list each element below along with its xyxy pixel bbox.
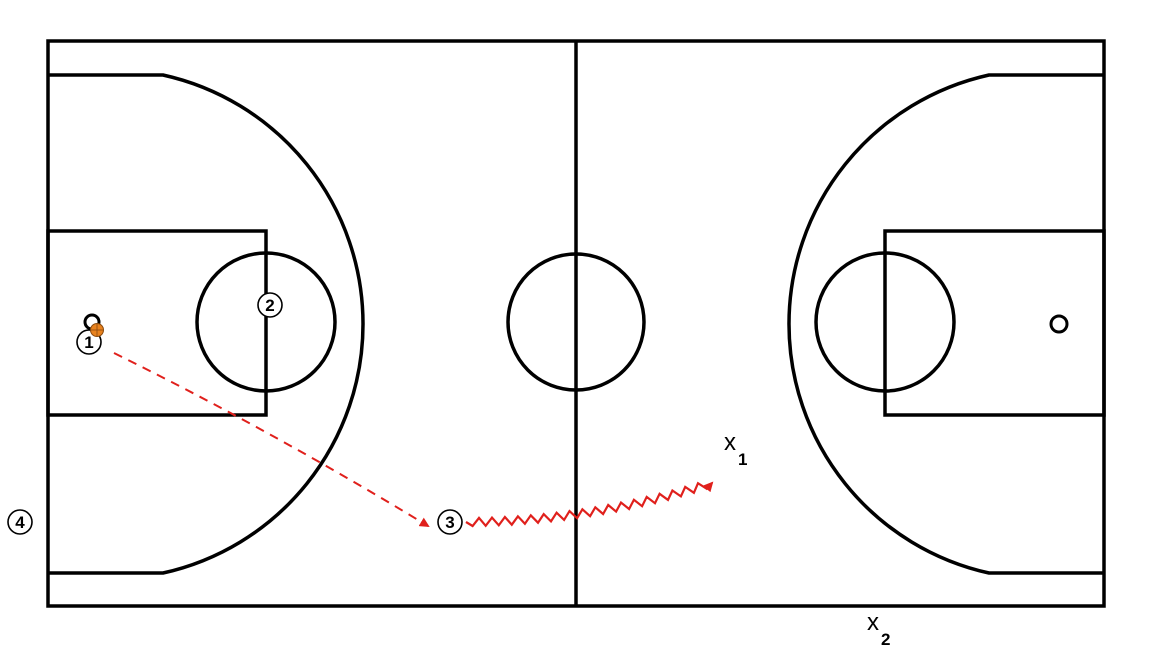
left-half-court — [46, 73, 365, 575]
right-free-throw-circle — [814, 251, 956, 393]
player-number: 1 — [84, 333, 93, 352]
defender-mark: x — [867, 609, 879, 636]
dribble-arrow — [465, 481, 714, 528]
player-number: 3 — [445, 513, 454, 532]
offense-player-1: 1 — [76, 323, 104, 355]
center-circle — [506, 252, 646, 392]
right-key — [883, 229, 1106, 417]
left-free-throw-circle — [195, 251, 337, 393]
player-number: 4 — [15, 513, 25, 532]
offense-player-3: 3 — [437, 509, 463, 535]
right-half-court — [787, 73, 1106, 575]
defender-number: 1 — [738, 450, 747, 469]
right-hoop-ring-icon — [1049, 314, 1069, 334]
basketball-icon — [90, 323, 104, 337]
player-number: 2 — [265, 296, 274, 315]
defender-number: 2 — [881, 630, 890, 648]
pass-arrow — [113, 352, 430, 528]
right-three-point-line — [787, 73, 1104, 575]
defender-mark: x — [724, 429, 736, 456]
left-key — [46, 229, 268, 417]
left-three-point-line — [48, 73, 365, 575]
offense-player-4: 4 — [7, 509, 33, 535]
defense-player-x1: x 1 — [724, 429, 747, 469]
defense-player-x2: x 2 — [867, 609, 890, 648]
offense-player-2: 2 — [257, 292, 283, 318]
